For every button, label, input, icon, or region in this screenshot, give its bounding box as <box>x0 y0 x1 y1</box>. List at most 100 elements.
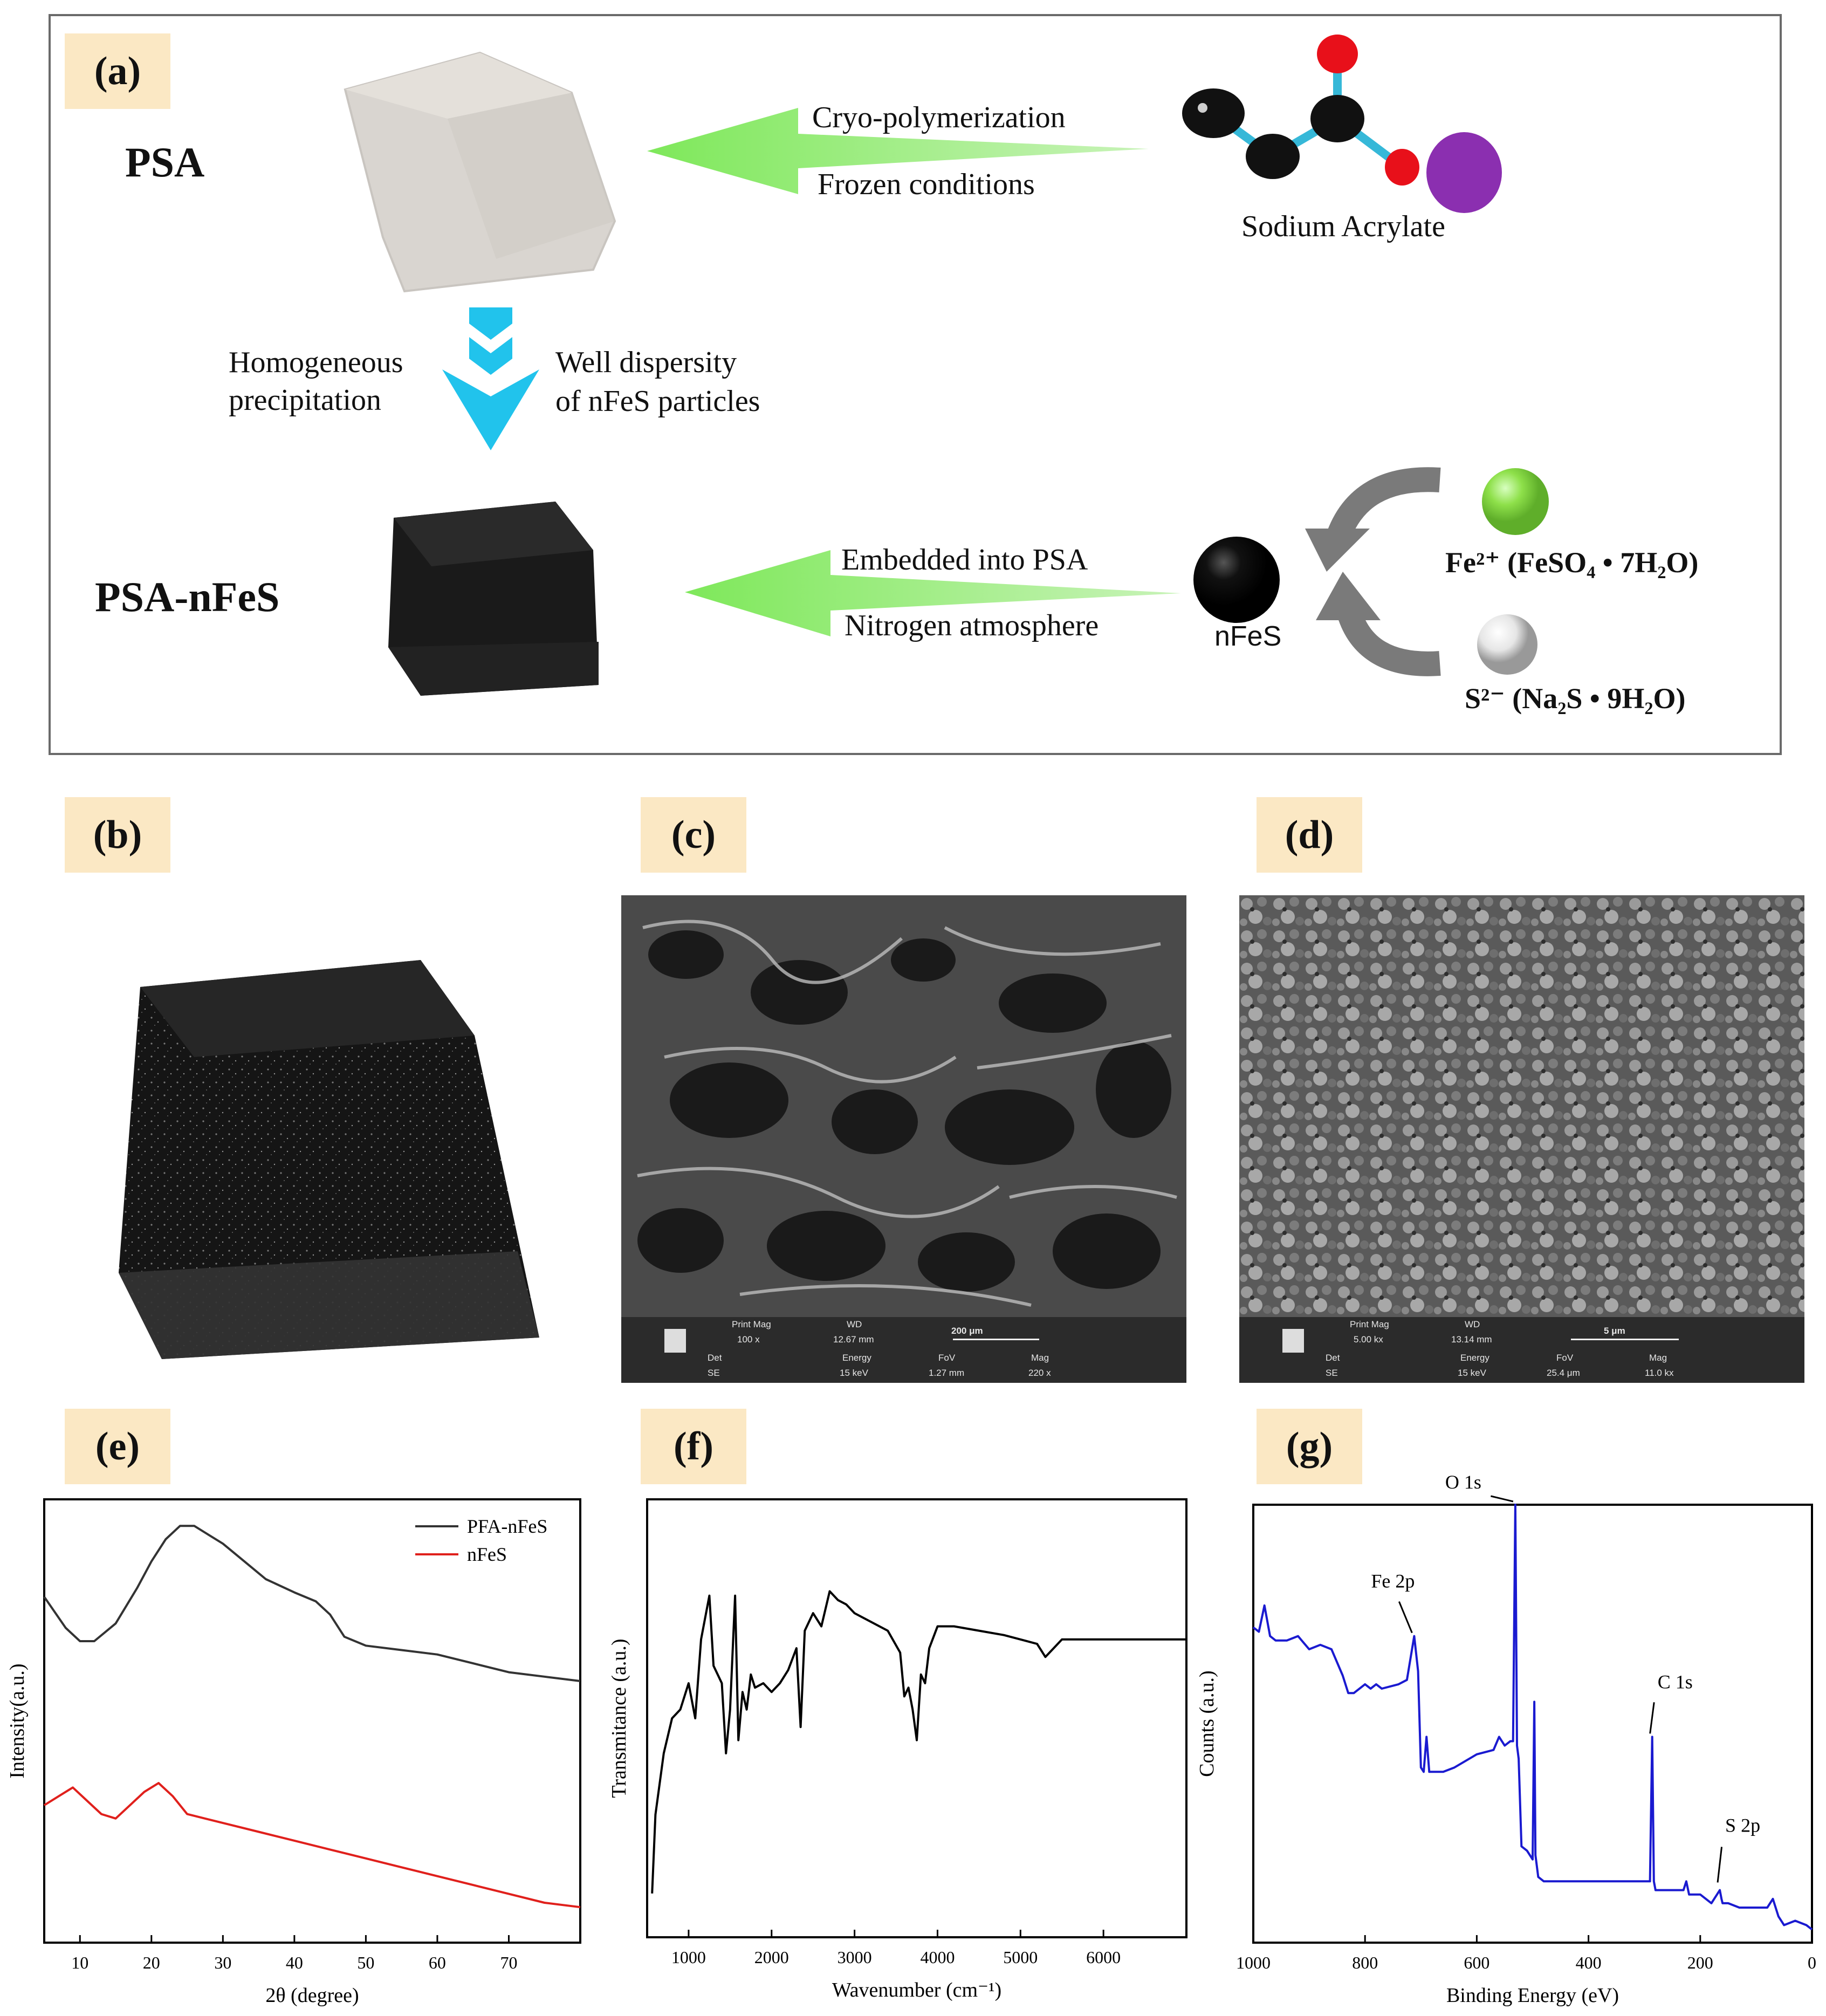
down-right-line1: Well dispersity <box>555 346 737 379</box>
nfes-particle-label: nFeS <box>1214 621 1282 652</box>
panel-label-c: (c) <box>641 797 746 873</box>
series-line-0 <box>43 1525 581 1682</box>
annotation-label-2: C 1s <box>1658 1671 1693 1692</box>
sem-d-v4: 15 keV <box>1458 1368 1486 1378</box>
annotation-label-1: Fe 2p <box>1371 1571 1415 1592</box>
x-tick-label-3: 400 <box>1576 1953 1602 1972</box>
nfes-particle <box>1193 537 1280 623</box>
x-tick-label-0: 10 <box>71 1953 88 1972</box>
x-tick-label-1: 800 <box>1352 1953 1378 1972</box>
sem-d-v5: 25.4 μm <box>1547 1368 1580 1378</box>
x-axis-label: Wavenumber (cm⁻¹) <box>832 1979 1001 2001</box>
annotation-arrow-1 <box>1398 1601 1413 1634</box>
sem-d-scalebar-label: 5 μm <box>1604 1326 1625 1336</box>
x-tick-label-6: 70 <box>500 1953 517 1972</box>
monomer-label: Sodium Acrylate <box>1241 210 1445 243</box>
sem-c-v3: SE <box>708 1368 720 1378</box>
psa-label: PSA <box>125 139 205 186</box>
sem-image-c <box>621 895 1186 1317</box>
annotation-label-0: O 1s <box>1445 1471 1481 1493</box>
sem-image-d <box>1239 895 1804 1317</box>
s-ion-ball <box>1477 614 1537 675</box>
series-line-0 <box>651 1590 1186 1894</box>
x-tick-label-2: 600 <box>1464 1953 1489 1972</box>
sem-c-v2: 12.67 mm <box>833 1334 874 1345</box>
sem-d-scalebar <box>1571 1339 1679 1340</box>
plot-frame <box>646 1498 1187 1938</box>
plot-frame <box>1252 1504 1813 1944</box>
panel-label-a: (a) <box>65 33 170 109</box>
fe-ion-ball <box>1482 468 1549 535</box>
panel-label-f: (f) <box>641 1409 746 1484</box>
sem-c-scalebar-label: 200 μm <box>951 1326 983 1336</box>
down-right-line2: of nFeS particles <box>555 385 760 418</box>
x-tick-label-2: 3000 <box>838 1948 872 1967</box>
sem-d-h4: Energy <box>1460 1353 1489 1363</box>
sem-d-v3: SE <box>1326 1368 1338 1378</box>
down-left-line1: Homogeneous <box>229 346 403 379</box>
arrow2-bottom-text: Nitrogen atmosphere <box>845 609 1099 642</box>
x-tick-label-3: 40 <box>286 1953 303 1972</box>
sem-d-v1: 5.00 kx <box>1354 1334 1383 1345</box>
sem-d-h3: Det <box>1326 1353 1340 1363</box>
panel-label-b: (b) <box>65 797 170 873</box>
fe-ion-label: Fe²⁺ (FeSO₄ • 7H₂O) <box>1445 546 1699 579</box>
sem-d-h6: Mag <box>1649 1353 1667 1363</box>
x-tick-label-1: 20 <box>143 1953 160 1972</box>
x-tick-label-1: 2000 <box>754 1948 789 1967</box>
panel-label-g: (g) <box>1257 1409 1362 1484</box>
x-tick-label-4: 50 <box>357 1953 374 1972</box>
x-tick-label-0: 1000 <box>1236 1953 1271 1972</box>
x-axis-label: Binding Energy (eV) <box>1446 1984 1619 2007</box>
x-tick-label-2: 30 <box>214 1953 231 1972</box>
sem-c-h5: FoV <box>938 1353 956 1363</box>
annotation-label-3: S 2p <box>1725 1814 1760 1836</box>
annotation-arrow-2 <box>1649 1702 1655 1734</box>
panel-label-e: (e) <box>65 1409 170 1484</box>
psa-nfes-photo <box>119 960 539 1359</box>
down-left-line2: precipitation <box>229 383 382 417</box>
cryo-arrow <box>647 108 1149 194</box>
sem-c-h4: Energy <box>842 1353 871 1363</box>
x-axis-label: 2θ (degree) <box>265 1984 359 2007</box>
s-ion-label: S²⁻ (Na₂S • 9H₂O) <box>1465 682 1686 715</box>
psa-nfes-label: PSA-nFeS <box>95 573 280 620</box>
scheme-frame <box>49 14 1782 755</box>
x-tick-label-5: 0 <box>1808 1953 1816 1972</box>
x-tick-label-3: 4000 <box>920 1948 955 1967</box>
sem-c-h2: WD <box>847 1319 862 1329</box>
sem-d-h1: Print Mag <box>1350 1319 1389 1329</box>
plot-frame <box>43 1498 581 1944</box>
sem-c-h3: Det <box>708 1353 722 1363</box>
sem-c-v4: 15 keV <box>840 1368 868 1378</box>
curved-arrows <box>1305 467 1441 676</box>
x-tick-label-5: 60 <box>429 1953 446 1972</box>
sem-c-scalebar <box>953 1339 1039 1340</box>
microscope-logo-icon <box>1282 1329 1304 1353</box>
legend-label-0: PFA-nFeS <box>467 1516 547 1537</box>
annotation-arrow-0 <box>1491 1495 1514 1503</box>
sem-c-h1: Print Mag <box>732 1319 771 1329</box>
sem-c-v1: 100 x <box>737 1334 760 1345</box>
sem-d-h2: WD <box>1465 1319 1480 1329</box>
sem-info-bar-c: Print Mag WD 100 x 12.67 mm 200 μm Det E… <box>621 1317 1186 1383</box>
y-axis-label: Transmitance (a.u.) <box>608 1638 630 1798</box>
arrow1-top-text: Cryo-polymerization <box>812 101 1066 134</box>
panel-label-d: (d) <box>1257 797 1362 873</box>
sem-d-h5: FoV <box>1556 1353 1574 1363</box>
x-tick-label-4: 200 <box>1687 1953 1713 1972</box>
sem-d-v6: 11.0 kx <box>1645 1368 1674 1378</box>
arrow1-bottom-text: Frozen conditions <box>818 168 1035 201</box>
annotation-arrow-3 <box>1717 1847 1723 1883</box>
sem-d-v2: 13.14 mm <box>1451 1334 1492 1345</box>
sodium-acrylate-molecule <box>1182 35 1502 213</box>
y-axis-label: Counts (a.u.) <box>1196 1670 1218 1777</box>
microscope-logo-icon <box>664 1329 686 1353</box>
psa-block-image <box>344 51 616 293</box>
sem-info-bar-d: Print Mag WD 5.00 kx 13.14 mm 5 μm Det E… <box>1239 1317 1804 1383</box>
legend-label-1: nFeS <box>467 1544 507 1565</box>
arrow2-top-text: Embedded into PSA <box>841 543 1088 577</box>
